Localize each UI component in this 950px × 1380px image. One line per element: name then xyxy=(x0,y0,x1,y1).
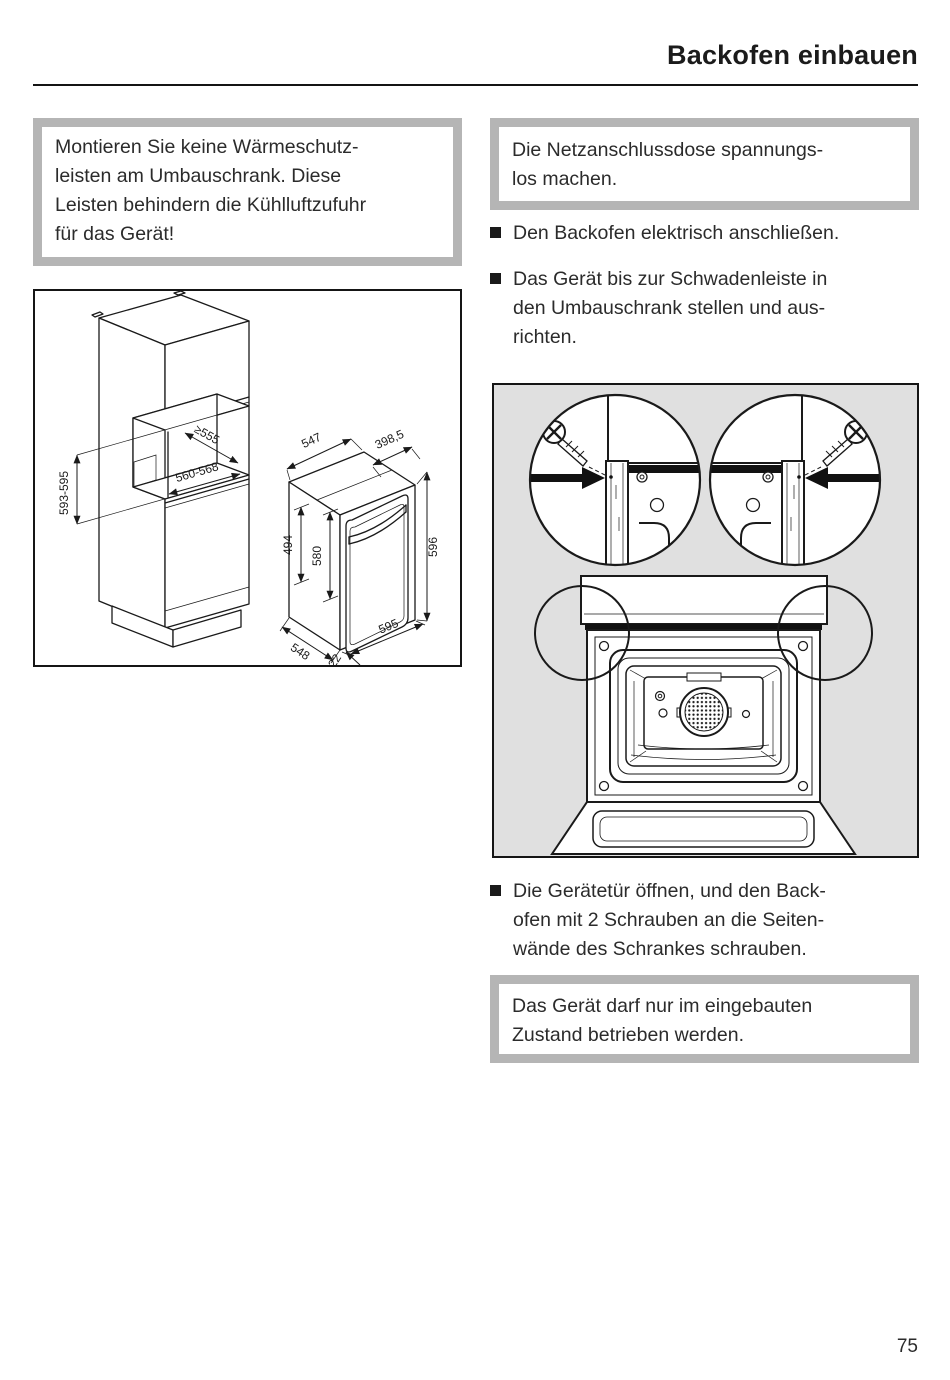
bullet-item: Die Gerätetür öffnen, und den Back- ofen… xyxy=(490,877,922,964)
warning-line: Montieren Sie keine Wärmeschutz- xyxy=(55,136,359,158)
dimension-diagram-box: 593-595 ≥555 560-568 547 xyxy=(33,289,462,667)
bullet-line: Das Gerät bis zur Schwadenleiste in xyxy=(513,268,828,290)
page-number: 75 xyxy=(896,1336,918,1357)
warning-line: leisten am Umbauschrank. Diese xyxy=(55,165,342,187)
detail-circle-right xyxy=(708,393,882,567)
magnifier-circle-left xyxy=(534,585,630,681)
bullet-line: ofen mit 2 Schrauben an die Seiten- xyxy=(513,909,825,931)
bullet-line: wände des Schrankes schrauben. xyxy=(513,938,807,960)
bullet-line: richten. xyxy=(513,326,577,348)
magnifier-circle-right xyxy=(777,585,873,681)
bullet-item: Den Backofen elektrisch anschließen. xyxy=(490,219,922,248)
warning-line: für das Gerät! xyxy=(55,223,175,245)
bullet-line: Den Backofen elektrisch anschließen. xyxy=(513,222,840,244)
dim-label-oven-398-5: 398,5 xyxy=(373,427,406,452)
note-line: Zustand betrieben werden. xyxy=(512,1024,744,1046)
bullet-line: den Umbauschrank stellen und aus- xyxy=(513,297,826,319)
dim-label-oven-22: 22 xyxy=(325,651,344,665)
dim-label-niche-height: 593-595 xyxy=(57,471,71,515)
oven-front-view xyxy=(534,575,873,855)
detail-circle-left xyxy=(528,393,702,567)
oven-isometric-drawing xyxy=(288,451,416,653)
warning-box: Montieren Sie keine Wärmeschutz- leisten… xyxy=(33,118,462,266)
bullet-square-icon xyxy=(490,273,501,284)
dim-label-oven-580: 580 xyxy=(310,546,324,566)
info-line: Die Netzanschlussdose spannungs- xyxy=(512,139,824,161)
note-line: Das Gerät darf nur im eingebauten xyxy=(512,995,813,1017)
bullet-square-icon xyxy=(490,885,501,896)
bullet-line: Die Gerätetür öffnen, und den Back- xyxy=(513,880,826,902)
arrow-right-icon xyxy=(530,467,605,489)
dim-label-oven-547: 547 xyxy=(299,430,323,451)
installation-illustration-panel xyxy=(492,383,919,858)
screw-fixing-illustration xyxy=(528,393,882,855)
dim-label-oven-548: 548 xyxy=(288,640,313,663)
page-title: Backofen einbauen xyxy=(667,40,918,70)
note-box: Das Gerät darf nur im eingebauten Zustan… xyxy=(490,975,919,1063)
bullet-item: Das Gerät bis zur Schwadenleiste in den … xyxy=(490,265,922,352)
cabinet-oven-dimension-drawing: 593-595 ≥555 560-568 547 xyxy=(57,291,440,665)
title-rule xyxy=(33,84,918,86)
dim-label-oven-596: 596 xyxy=(426,537,440,557)
info-line: los machen. xyxy=(512,168,618,190)
arrow-left-icon xyxy=(805,467,880,489)
tall-cabinet-drawing xyxy=(91,291,250,648)
warning-line: Leisten behindern die Kühlluftzufuhr xyxy=(55,194,367,216)
bullet-square-icon xyxy=(490,227,501,238)
dim-label-oven-494: 494 xyxy=(281,535,295,555)
info-box: Die Netzanschlussdose spannungs- los mac… xyxy=(490,118,919,210)
fan-icon xyxy=(676,687,732,737)
